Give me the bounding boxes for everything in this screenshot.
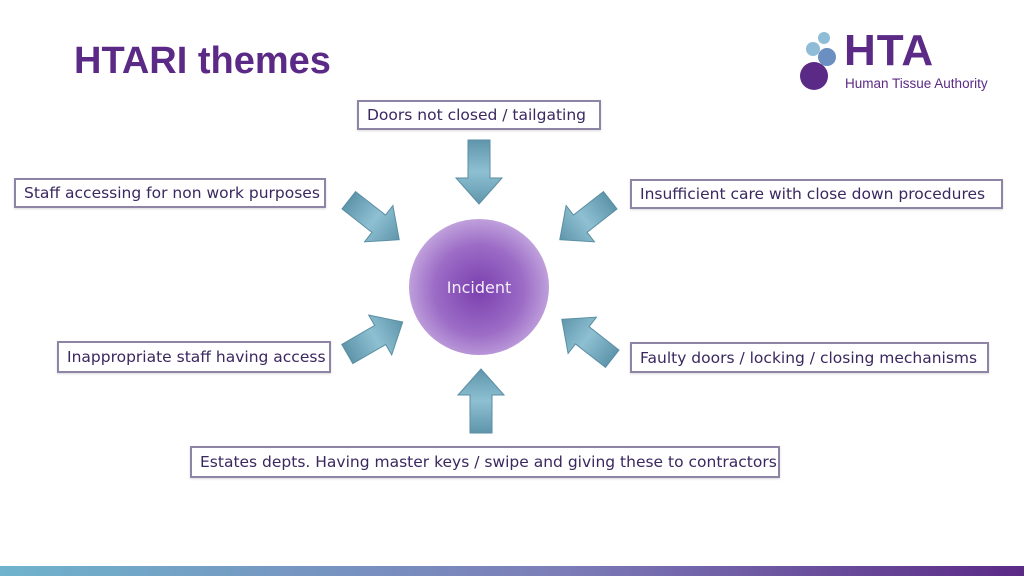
arrow-from-bottom	[456, 368, 506, 434]
arrow-from-top-right	[559, 190, 618, 243]
theme-box-bottom-left: Inappropriate staff having access	[57, 341, 331, 373]
theme-label: Doors not closed / tailgating	[367, 106, 586, 124]
theme-label: Staff accessing for non work purposes	[24, 184, 320, 202]
hta-logo: HTA Human Tissue Authority	[796, 28, 1006, 98]
bottom-accent-bar	[0, 566, 1024, 576]
logo-dot-icon	[818, 48, 836, 66]
theme-label: Faulty doors / locking / closing mechani…	[640, 348, 978, 367]
logo-name: HTA	[844, 26, 935, 75]
theme-label: Estates depts. Having master keys / swip…	[200, 453, 777, 471]
arrow-from-bottom-left	[341, 314, 404, 365]
theme-label: Inappropriate staff having access	[67, 348, 326, 366]
logo-dot-icon	[806, 42, 820, 56]
logo-subtitle: Human Tissue Authority	[845, 76, 988, 91]
theme-label: Insufficient care with close down proced…	[640, 185, 986, 203]
arrow-from-bottom-right	[561, 316, 620, 369]
arrow-from-top-left	[341, 190, 400, 243]
logo-dot-icon	[800, 62, 828, 90]
theme-box-top-right: Insufficient care with close down proced…	[630, 179, 1003, 209]
incident-label: Incident	[446, 277, 512, 297]
theme-box-top: Doors not closed / tailgating	[357, 100, 601, 130]
page-title: HTARI themes	[74, 40, 331, 82]
theme-box-bottom: Estates depts. Having master keys / swip…	[190, 446, 780, 478]
theme-box-top-left: Staff accessing for non work purposes	[14, 178, 326, 208]
logo-dot-icon	[818, 32, 830, 44]
arrow-from-top	[454, 139, 504, 205]
theme-box-bottom-right: Faulty doors / locking / closing mechani…	[630, 342, 989, 373]
incident-node: Incident	[409, 219, 549, 355]
